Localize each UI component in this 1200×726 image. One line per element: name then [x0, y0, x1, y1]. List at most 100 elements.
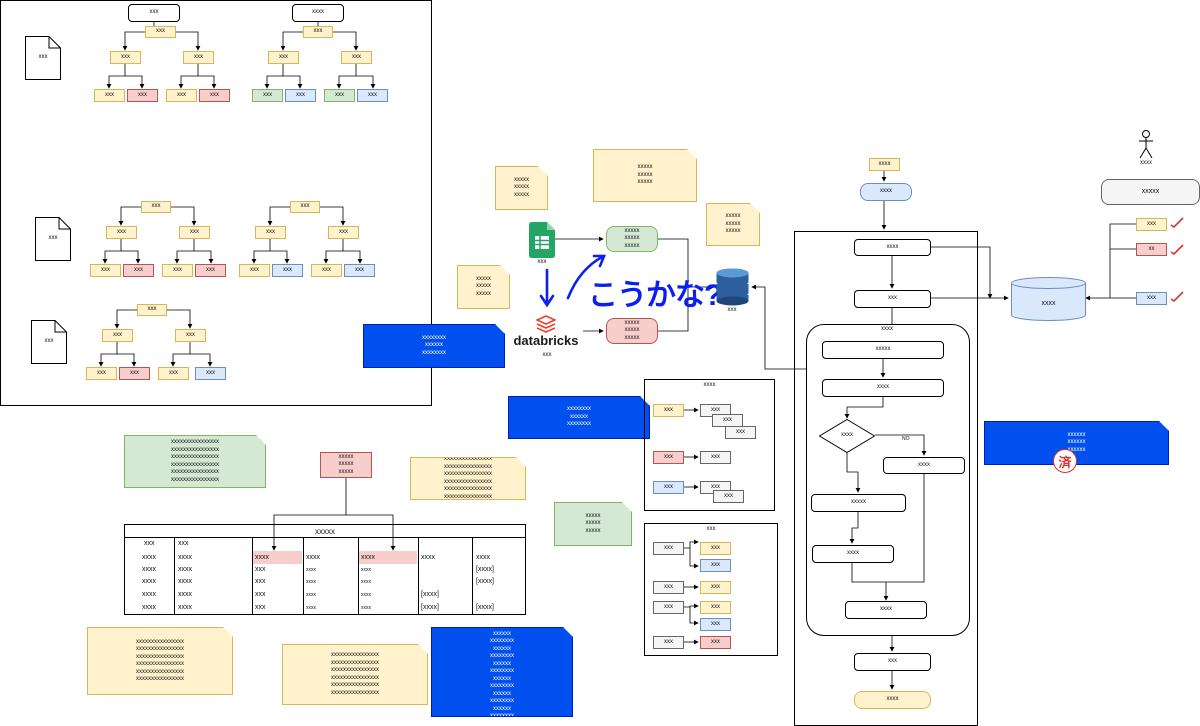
tree-leaf[interactable]: xxx — [162, 264, 193, 277]
tree-node[interactable]: xxx — [137, 304, 167, 316]
tree-leaf[interactable]: xxx — [86, 367, 117, 380]
tree-node[interactable]: xxx — [141, 201, 171, 213]
flow-step[interactable]: xxxx — [854, 239, 931, 256]
legend-item[interactable]: xxx — [653, 451, 684, 464]
flow-step[interactable]: xxxxx — [811, 494, 906, 512]
tree-node[interactable]: xxx — [175, 329, 206, 342]
legend-item[interactable]: xxx — [700, 636, 731, 649]
tree-node[interactable]: xxx — [290, 201, 320, 213]
tree-node[interactable]: xxx — [106, 226, 137, 239]
tree-leaf[interactable]: xxx — [119, 367, 150, 380]
flow-step[interactable]: xxxx — [812, 545, 894, 563]
tree-node[interactable]: xxx — [183, 51, 214, 64]
tree-leaf[interactable]: xxx — [199, 89, 230, 102]
tree-leaf[interactable]: xxx — [166, 89, 197, 102]
table-cell: xxxx — [306, 567, 316, 573]
legend-item[interactable]: xxx — [700, 559, 731, 572]
tree-node[interactable]: xxx — [303, 26, 333, 38]
decision-diamond[interactable]: xxxx — [818, 418, 876, 454]
sheets-label: xxx — [537, 259, 547, 265]
tree-root[interactable]: xxx — [128, 4, 180, 22]
legend-item[interactable]: xxx — [725, 426, 756, 439]
flow-start[interactable]: xxxx — [869, 158, 900, 171]
table-cell: xxxx — [178, 591, 192, 598]
legend-item[interactable]: xxx — [713, 490, 744, 503]
tree-node[interactable]: xxx — [328, 226, 359, 239]
legend-item[interactable]: xxx — [653, 601, 684, 614]
table-cell: xxx — [255, 591, 266, 598]
legend-item[interactable]: xxx — [700, 618, 731, 631]
sticky-note[interactable]: xxxxxxxxxxxxxxxx xxxxxxxxxxxxxxxx xxxxxx… — [282, 644, 428, 705]
legend-item[interactable]: xxx — [653, 636, 684, 649]
legend-item[interactable]: xxx — [700, 542, 731, 555]
legend-item[interactable]: xxx — [653, 542, 684, 555]
tree-leaf[interactable]: xxx — [357, 89, 388, 102]
tree-leaf[interactable]: xxx — [272, 264, 303, 277]
sticky-note[interactable]: xxxxxxxxxxxxxxxx xxxxxxxxxxxxxxxx xxxxxx… — [124, 435, 266, 488]
flow-step[interactable]: xxxxx — [822, 341, 944, 359]
tree-leaf[interactable]: xxx — [252, 89, 283, 102]
gray-header-box[interactable]: xxxxx — [1101, 179, 1200, 205]
flow-step[interactable]: xxxx — [845, 601, 927, 619]
flow-step[interactable]: xxx — [854, 653, 931, 671]
flow-step[interactable]: xxx — [854, 290, 931, 308]
red-box[interactable]: xxxxx xxxxx xxxxx — [320, 452, 372, 478]
sticky-note[interactable]: xxxxx xxxxx xxxxx — [706, 203, 760, 246]
flow-entry[interactable]: xxxx — [860, 183, 912, 201]
tree-leaf[interactable]: xxx — [158, 367, 189, 380]
tree-leaf[interactable]: xxx — [311, 264, 342, 277]
tree-leaf[interactable]: xxx — [324, 89, 355, 102]
sticky-note[interactable]: xxxxxxxxxxxxxxxx xxxxxxxxxxxxxxxx xxxxxx… — [87, 627, 233, 695]
flow-step[interactable]: xxxx — [883, 457, 965, 474]
table-title: xxxxx — [315, 527, 335, 536]
legend-item[interactable]: xxx — [653, 404, 684, 417]
table-cell: xxx — [255, 566, 266, 573]
blue-note[interactable]: xxxxxxxx xxxxxx xxxxxxxx — [363, 324, 505, 368]
flow-end[interactable]: xxxx — [854, 691, 931, 709]
green-process-box[interactable]: xxxxx xxxxx xxxxx — [606, 226, 658, 252]
sticky-note[interactable]: xxxxx xxxxx xxxxx — [554, 502, 632, 546]
tree-leaf[interactable]: xxx — [90, 264, 121, 277]
handwritten-note: こうかな? — [588, 279, 722, 312]
legend-item[interactable]: xxx — [653, 481, 684, 494]
sticky-note[interactable]: xxxxxxxxxxxxxxxx xxxxxxxxxxxxxxxx xxxxxx… — [410, 457, 526, 500]
storage-cylinder[interactable]: xxxx — [1011, 277, 1086, 321]
tree-leaf[interactable]: xxx — [285, 89, 316, 102]
sticky-note[interactable]: xxxxx xxxxx xxxxx — [495, 166, 548, 210]
tree-leaf[interactable]: xxx — [344, 264, 375, 277]
tree-node[interactable]: xxx — [268, 51, 299, 64]
sticky-note[interactable]: xxxxx xxxxx xxxxx — [457, 265, 510, 309]
table-cell: xxxx — [306, 605, 316, 611]
tree-node[interactable]: xxx — [341, 51, 372, 64]
tree-leaf[interactable]: xxx — [123, 264, 154, 277]
legend-title: xxx — [706, 526, 716, 532]
table-cell: xxxx — [361, 554, 375, 561]
right-item[interactable]: xxx — [1136, 218, 1167, 231]
tree-leaf[interactable]: xxx — [127, 89, 158, 102]
right-item[interactable]: xx — [1136, 243, 1167, 256]
tree-leaf[interactable]: xxx — [239, 264, 270, 277]
right-item[interactable]: xxx — [1136, 292, 1167, 305]
tree-node[interactable]: xxx — [255, 226, 286, 239]
legend-item[interactable]: xxx — [653, 581, 684, 594]
legend-item[interactable]: xxx — [700, 451, 731, 464]
red-process-box[interactable]: xxxxx xxxxx xxxxx — [606, 318, 658, 344]
check-mark-icon — [1170, 290, 1184, 303]
tree-root[interactable]: xxxx — [292, 4, 344, 22]
blue-note[interactable]: xxxxxxxx xxxxxx xxxxxxxx — [508, 396, 650, 439]
tree-leaf[interactable]: xxx — [195, 264, 226, 277]
flow-step[interactable]: xxxx — [822, 379, 944, 397]
tree-node[interactable]: xxx — [110, 51, 141, 64]
legend-item[interactable]: xxx — [700, 581, 731, 594]
database-icon — [716, 268, 749, 306]
legend-item[interactable]: xxx — [700, 601, 731, 614]
tree-node[interactable]: xxx — [102, 329, 133, 342]
tree-node[interactable]: xxx — [145, 26, 176, 38]
tree-node[interactable]: xxx — [179, 226, 210, 239]
tree-leaf[interactable]: xxx — [195, 367, 226, 380]
tree-leaf[interactable]: xxx — [94, 89, 125, 102]
sticky-note[interactable]: xxxxx xxxxx xxxxx — [593, 149, 697, 202]
file-icon: xxx — [25, 36, 61, 80]
table-cell: [xxxx] — [421, 604, 439, 611]
